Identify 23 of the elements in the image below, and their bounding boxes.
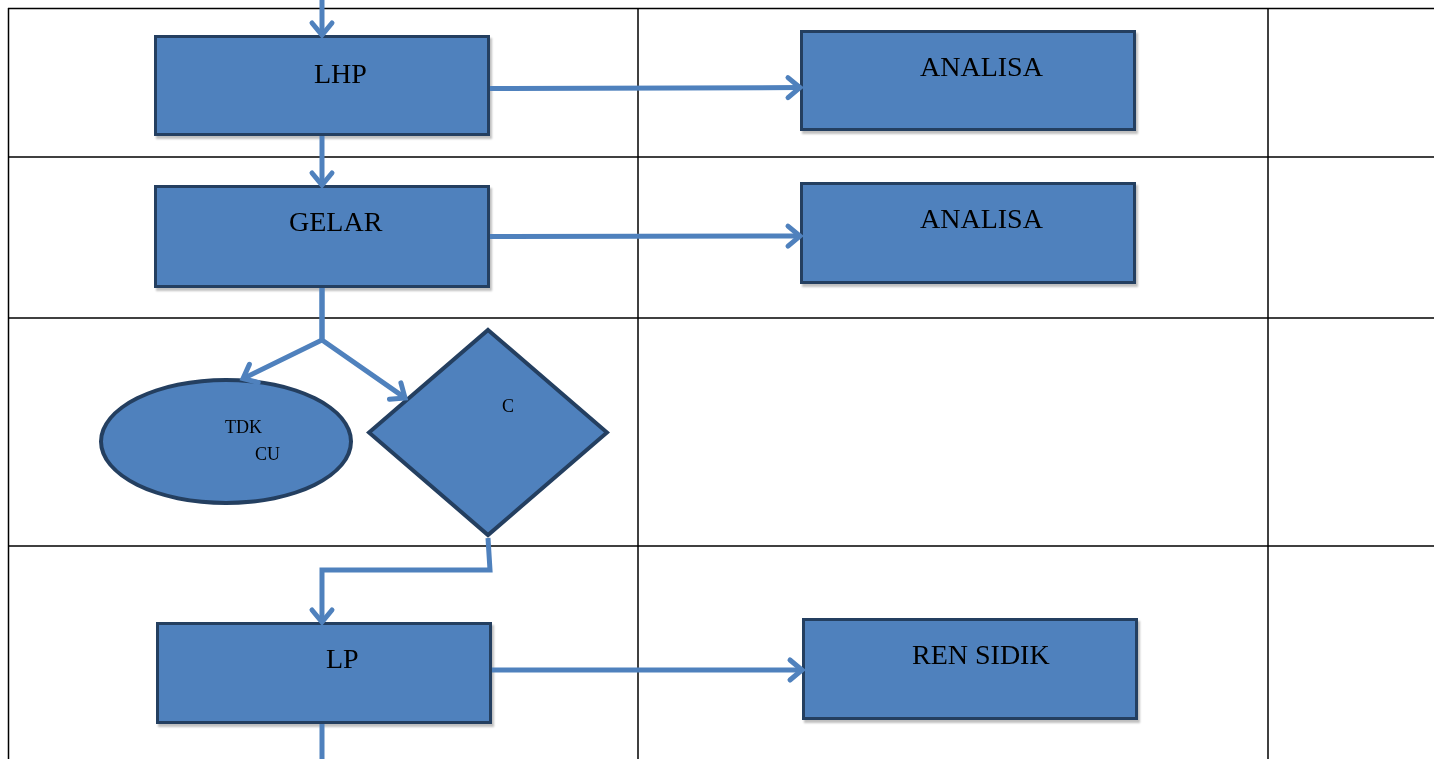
process-box xyxy=(154,35,490,136)
process-box xyxy=(800,30,1136,131)
node-label: C xyxy=(502,397,514,415)
node-label: LHP xyxy=(314,60,367,88)
node-label: REN SIDIK xyxy=(912,641,1050,669)
arrow xyxy=(490,75,803,101)
arrow xyxy=(309,136,335,188)
node-label: TDK xyxy=(225,418,262,436)
process-box xyxy=(156,622,492,724)
decision-diamond xyxy=(366,327,610,538)
node-label: ANALISA xyxy=(920,205,1043,233)
arrow xyxy=(490,223,803,249)
node-label: LP xyxy=(326,645,359,673)
arrow xyxy=(492,657,805,683)
node-label: GELAR xyxy=(289,208,383,236)
node-label: ANALISA xyxy=(920,53,1043,81)
arrow xyxy=(309,0,335,38)
process-box xyxy=(802,618,1138,720)
arrow xyxy=(319,288,408,402)
arrow xyxy=(309,537,493,625)
process-box xyxy=(800,182,1136,284)
node-label: CU xyxy=(255,445,280,463)
process-box xyxy=(154,185,490,288)
